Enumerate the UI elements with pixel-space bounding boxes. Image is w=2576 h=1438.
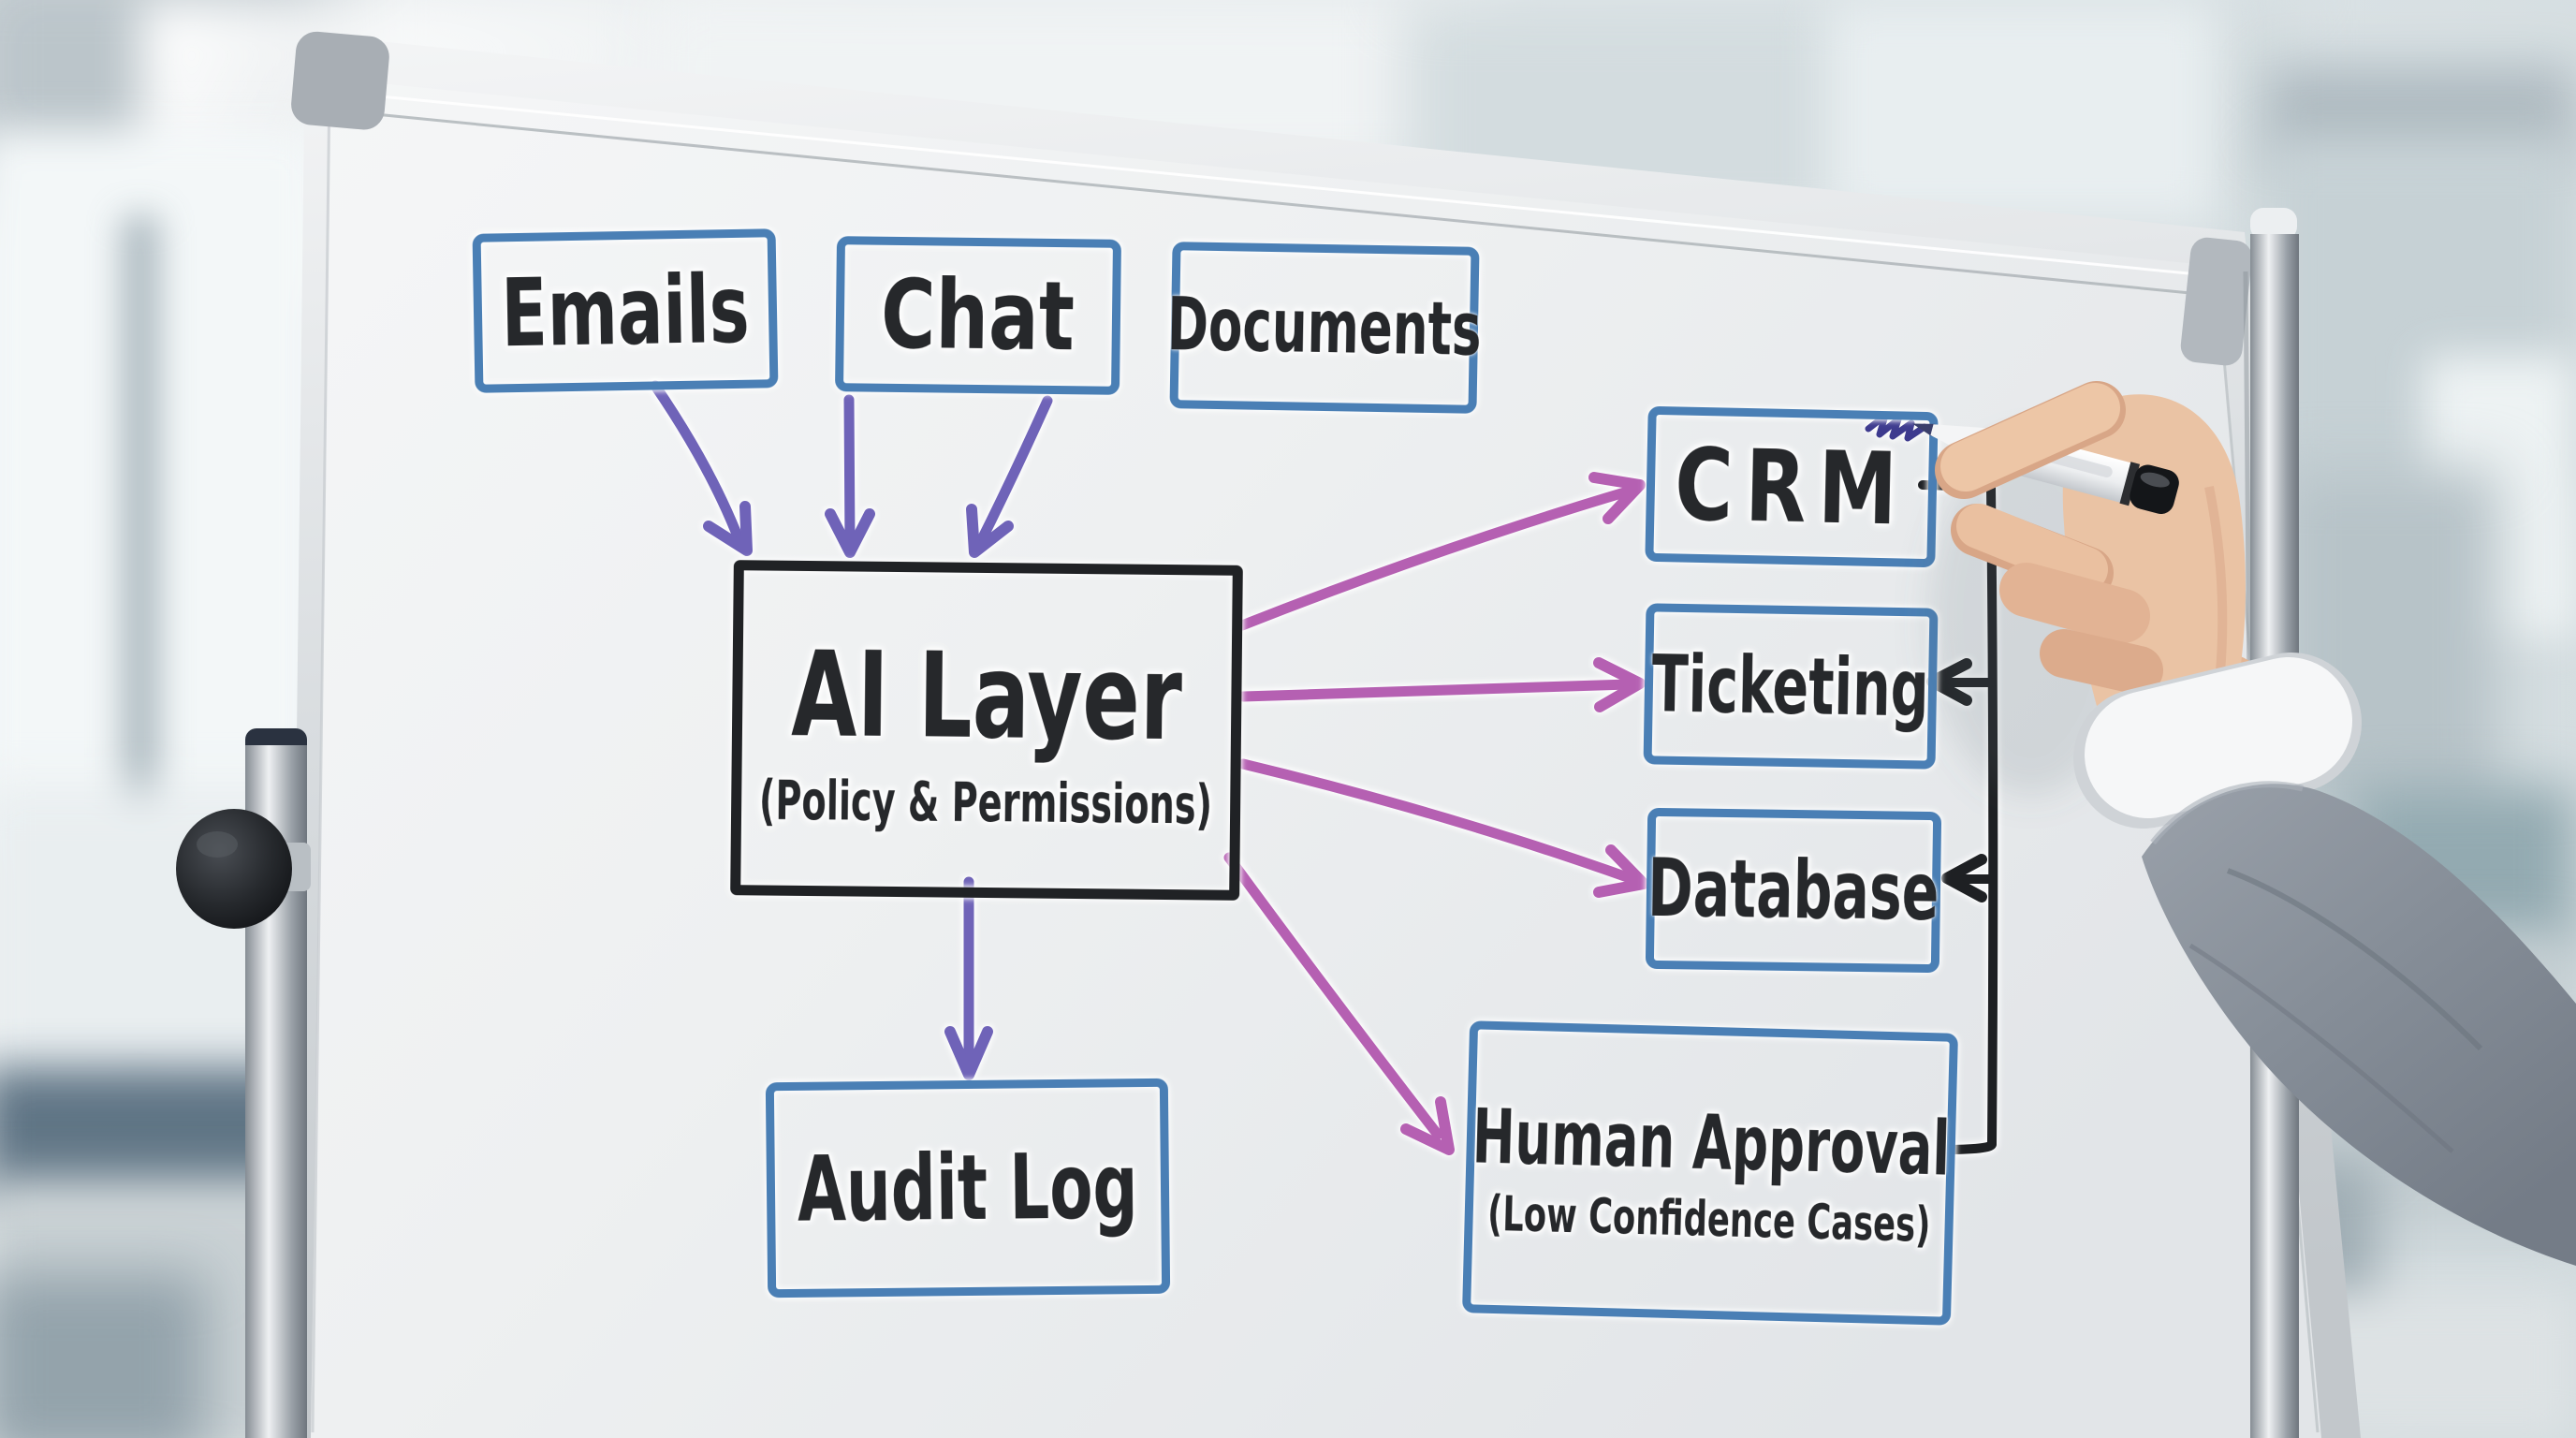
frame-corner-cap-right <box>2180 237 2252 366</box>
ring-finger <box>2040 629 2163 695</box>
arrow-documents-to-ai <box>966 395 1053 558</box>
thumb <box>1956 504 2108 592</box>
marker-tip <box>1911 423 1936 437</box>
top-right-light <box>1825 0 2218 225</box>
arrow-ai-to-crm <box>1237 472 1646 631</box>
whiteboard-surface <box>311 79 2321 1438</box>
arrow-ai-to-human-approval <box>1223 852 1455 1155</box>
arrow-ai-to-ticketing <box>1237 657 1646 712</box>
suit-sleeve <box>2142 784 2576 1266</box>
shirt-cuff <box>2085 657 2352 818</box>
arrow-ai-to-database <box>1237 758 1649 898</box>
arrow-ai-to-audit-log <box>944 876 993 1080</box>
left-cabinet-blur <box>0 1273 206 1438</box>
right-pole-cap <box>2250 208 2297 240</box>
arrow-chat-to-ai <box>825 394 875 558</box>
frame-corner-cap-left <box>291 31 389 130</box>
arrow-emails-to-ai <box>650 380 753 556</box>
index-finger <box>1940 383 2120 492</box>
ink-scribble <box>1865 412 1928 442</box>
middle-finger <box>1999 563 2150 643</box>
